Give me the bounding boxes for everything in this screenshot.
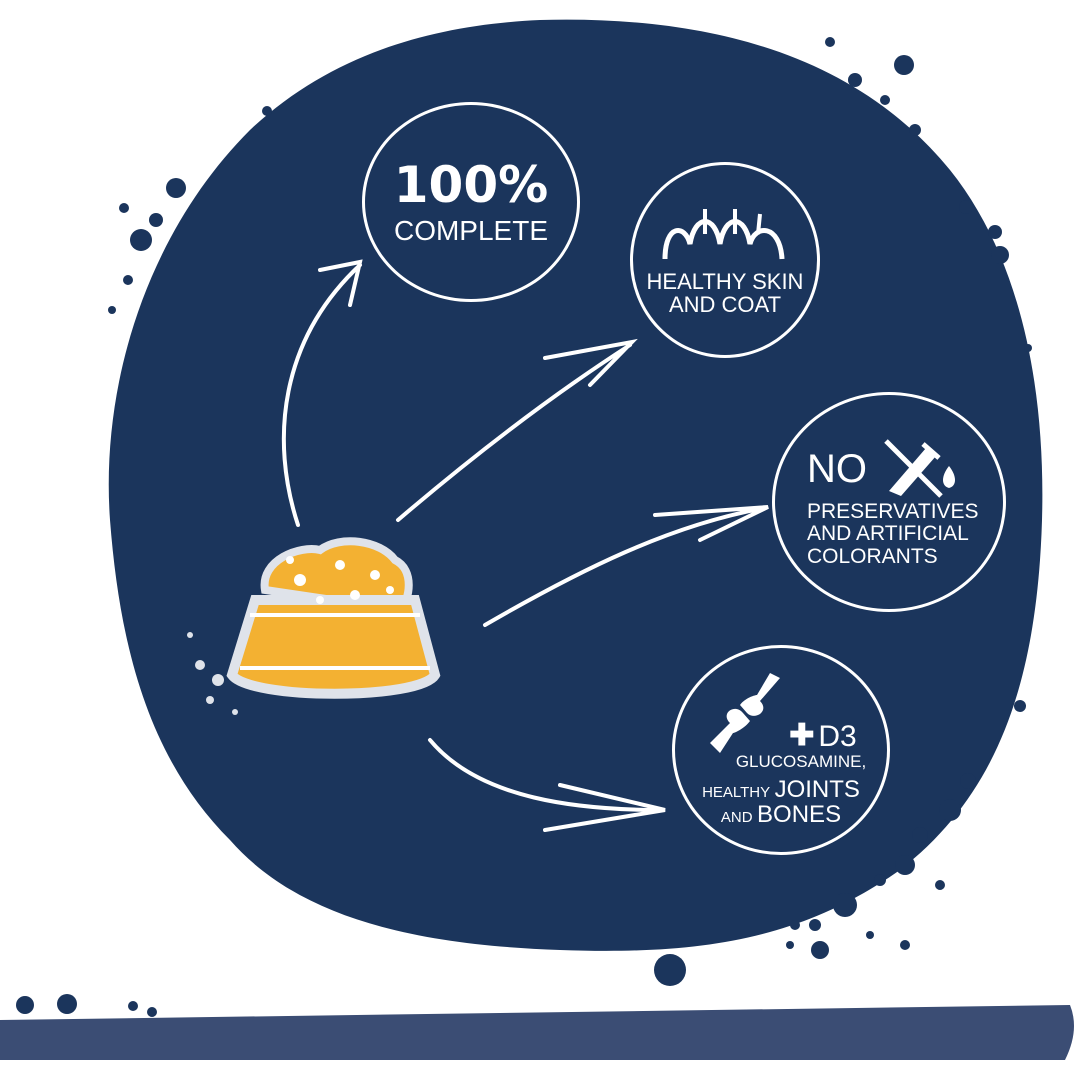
preservatives-line2: AND ARTIFICIAL [807, 522, 969, 546]
skin-line2: AND COAT [668, 292, 782, 317]
plus-icon: ✚ [789, 718, 815, 752]
preservatives-line3: COLORANTS [807, 544, 938, 568]
badge-complete: 100% COMPLETE [362, 102, 580, 302]
preservatives-line1: PRESERVATIVES [807, 500, 979, 524]
arrows [281, 259, 769, 832]
complete-label: COMPLETE [393, 214, 549, 246]
badge-no-preservatives: NO PRESERVATIVES AND ARTIFICIAL COLORANT… [772, 392, 1006, 612]
skin-line1: HEALTHY SKIN [646, 268, 804, 294]
arrow-to-joints [428, 738, 666, 832]
d3-label: D3 [818, 720, 857, 754]
glucosamine-label: GLUCOSAMINE, [735, 751, 867, 771]
bone-joint-icon [710, 672, 781, 753]
badge-joints: ✚ D3 GLUCOSAMINE, HEALTHY JOINTS AND BON… [672, 645, 890, 855]
bottom-stripe [0, 1005, 1074, 1060]
no-label: NO [807, 446, 867, 491]
decorative-dots [16, 37, 1032, 1017]
food-bowl-icon [187, 537, 441, 715]
badge-skin-coat: HEALTHY SKIN AND COAT [630, 162, 820, 358]
arrow-to-preservatives [483, 505, 769, 627]
bones-label: BONES [757, 800, 842, 828]
hair-follicle-icon [662, 208, 785, 260]
crossed-test-tube-icon [884, 439, 955, 499]
arrow-to-skin [396, 338, 638, 522]
complete-percent: 100% [393, 156, 549, 215]
arrow-to-complete [281, 259, 363, 527]
and-label: AND [720, 808, 753, 826]
healthy-label: HEALTHY [702, 783, 771, 801]
joints-label: JOINTS [774, 775, 860, 803]
